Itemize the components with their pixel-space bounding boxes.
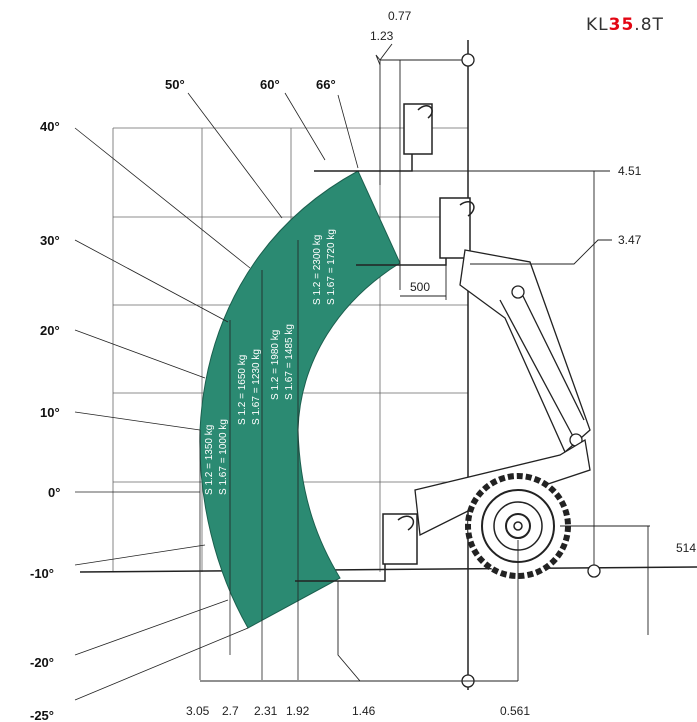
angle-label-60: 60° [260, 77, 280, 92]
angle-label-30: 30° [40, 233, 60, 248]
angle-label-66: 66° [316, 77, 336, 92]
load-label-s167-1230: S 1.67 = 1230 kg [251, 349, 262, 425]
angle-label-minus20: -20° [30, 655, 54, 670]
load-label-s167-1485: S 1.67 = 1485 kg [284, 324, 295, 400]
dim-1-23: 1.23 [370, 29, 394, 43]
right-dimension-lines [412, 170, 650, 635]
envelope-reference-lines [199, 240, 299, 680]
load-label-s12-1350: S 1.2 = 1350 kg [204, 425, 215, 495]
angle-rays [74, 92, 359, 701]
fork-bottom [295, 513, 418, 582]
fork-length-line [400, 265, 447, 300]
ground-marker [587, 564, 601, 578]
dim-1-92: 1.92 [286, 704, 310, 718]
top-dimension-lines [375, 43, 462, 290]
load-label-s167-1000: S 1.67 = 1000 kg [218, 419, 229, 495]
dim-514: 514 [676, 541, 696, 555]
angle-label-minus10: -10° [30, 566, 54, 581]
angle-label-10: 10° [40, 405, 60, 420]
brand-logo: KL35.8T [586, 15, 664, 35]
fork-mid [356, 197, 475, 266]
dim-4-51: 4.51 [618, 164, 642, 178]
dim-1-46: 1.46 [352, 704, 376, 718]
ground-line [79, 566, 697, 573]
load-envelope [199, 170, 401, 629]
fork-top [314, 103, 433, 172]
pivot-marker-top [461, 53, 475, 67]
dim-0-77: 0.77 [388, 9, 412, 23]
dim-3-47: 3.47 [618, 233, 642, 247]
angle-label-0: 0° [48, 485, 60, 500]
load-label-s167-1720: S 1.67 = 1720 kg [326, 229, 337, 305]
dim-3-05: 3.05 [186, 704, 210, 718]
dim-2-7: 2.7 [222, 704, 239, 718]
dim-2-31: 2.31 [254, 704, 278, 718]
dim-fork-length: 500 [410, 280, 430, 294]
angle-label-40: 40° [40, 119, 60, 134]
wheel [465, 473, 571, 579]
bottom-dimension-lines [200, 540, 519, 682]
load-label-s12-2300: S 1.2 = 2300 kg [312, 235, 323, 305]
angle-label-minus25: -25° [30, 708, 54, 722]
load-label-s12-1650: S 1.2 = 1650 kg [237, 355, 248, 425]
angle-label-50: 50° [165, 77, 185, 92]
angle-label-20: 20° [40, 323, 60, 338]
load-label-s12-1980: S 1.2 = 1980 kg [270, 330, 281, 400]
dim-0-561: 0.561 [500, 704, 530, 718]
